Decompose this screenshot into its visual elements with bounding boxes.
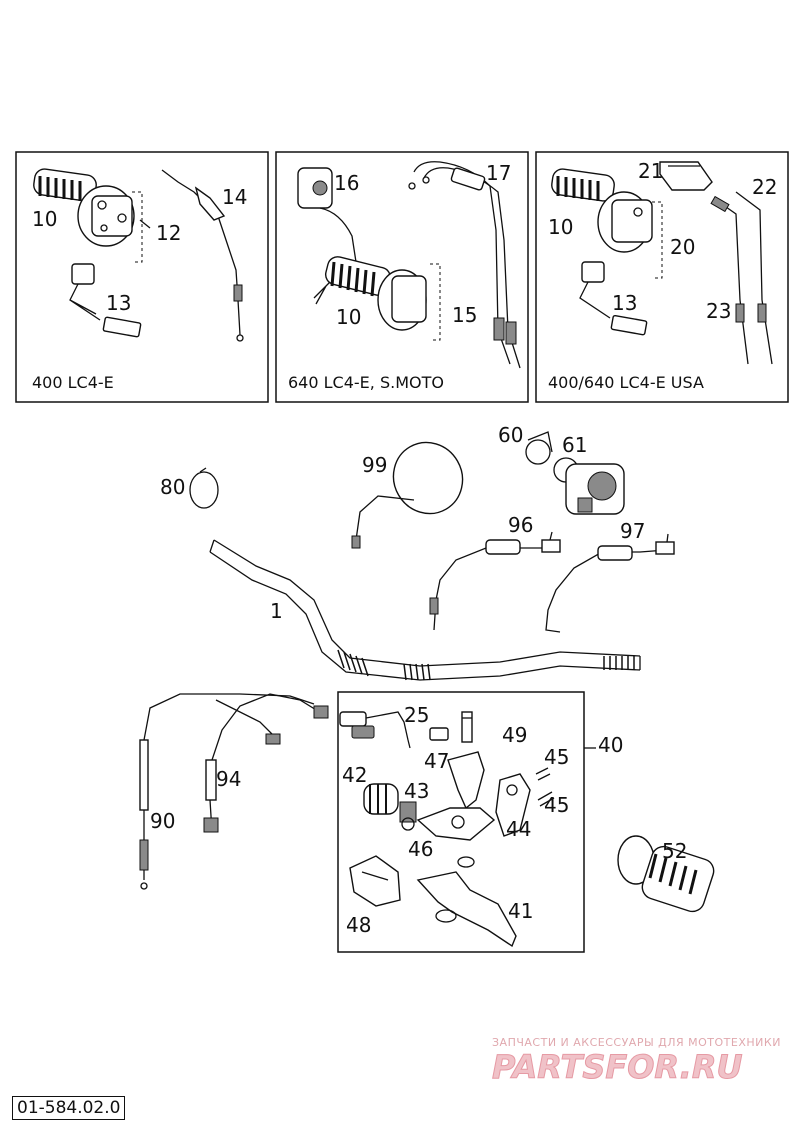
callout-label: 45 xyxy=(544,793,569,817)
rear-view-mirror xyxy=(351,441,464,549)
callout-label: 21 xyxy=(638,159,663,183)
callout-label: 49 xyxy=(502,723,527,747)
callout-label: 16 xyxy=(334,171,359,195)
hot-start-cable xyxy=(203,693,329,833)
watermark: ЗАПЧАСТИ И АКСЕССУАРЫ ДЛЯ МОТОТЕХНИКИ PA… xyxy=(492,1036,781,1087)
kill-switch xyxy=(579,261,648,336)
callout-label: 10 xyxy=(32,207,57,231)
clutch-cable xyxy=(429,531,561,631)
pivot-bolt xyxy=(447,711,485,810)
handlebar-grip xyxy=(551,168,615,202)
callout-label: 80 xyxy=(160,475,185,499)
throttle-cable xyxy=(545,533,675,633)
callout-label: 25 xyxy=(404,703,429,727)
callout-label: 97 xyxy=(620,519,645,543)
callout-label: 10 xyxy=(336,305,361,329)
handlebar-grip xyxy=(33,168,97,202)
throttle-cables xyxy=(408,161,521,369)
callout-label: 23 xyxy=(706,299,731,323)
callout-label: 42 xyxy=(342,763,367,787)
callout-label: 1 xyxy=(270,599,283,623)
callout-label: 10 xyxy=(548,215,573,239)
document-number: 01-584.02.0 xyxy=(12,1096,126,1120)
callout-label: 12 xyxy=(156,221,181,245)
callout-label: 52 xyxy=(662,839,687,863)
switch-unit xyxy=(297,167,357,263)
handlebar-switch xyxy=(525,431,625,515)
kill-switch xyxy=(69,263,142,338)
panel-1-labels: 10 12 13 14 400 LC4-E xyxy=(32,185,247,392)
watermark-logo: PARTSFOR.RU xyxy=(492,1048,742,1086)
clutch-lever xyxy=(416,871,517,948)
left-handlebar-grip xyxy=(617,835,715,913)
callout-label: 20 xyxy=(670,235,695,259)
panel-caption: 640 LC4-E, S.MOTO xyxy=(288,373,444,392)
panel-400-lc4-e xyxy=(15,151,269,403)
callout-label: 47 xyxy=(424,749,449,773)
screws xyxy=(535,767,555,807)
lever-cover xyxy=(349,855,401,907)
callout-label: 17 xyxy=(486,161,511,185)
callout-label: 45 xyxy=(544,745,569,769)
callout-label: 61 xyxy=(562,433,587,457)
callout-label: 22 xyxy=(752,175,777,199)
panel-640-lc4-e-smoto xyxy=(275,151,529,403)
assembly-number: 40 xyxy=(598,733,623,757)
panel-3-labels: 21 22 10 20 13 23 400/640 LC4-E USA xyxy=(548,159,777,392)
throttle-cable xyxy=(161,169,244,342)
callout-label: 48 xyxy=(346,913,371,937)
watermark-tagline: ЗАПЧАСТИ И АКСЕССУАРЫ ДЛЯ МОТОТЕХНИКИ xyxy=(492,1036,781,1049)
panel-400-640-lc4-e-usa xyxy=(535,151,789,403)
callout-label: 99 xyxy=(362,453,387,477)
callout-label: 44 xyxy=(506,817,531,841)
callout-label: 90 xyxy=(150,809,175,833)
neutral-switch xyxy=(339,711,449,749)
throttle-housing xyxy=(377,269,427,331)
callout-label: 41 xyxy=(508,899,533,923)
callout-label: 14 xyxy=(222,185,247,209)
clutch-lever-assembly xyxy=(337,691,596,953)
callout-label: 60 xyxy=(498,423,523,447)
lever-bracket xyxy=(416,773,531,841)
handlebar xyxy=(209,539,641,681)
panel-2-labels: 16 17 10 15 640 LC4-E, S.MOTO xyxy=(288,161,511,392)
callout-label: 94 xyxy=(216,767,241,791)
handlebar-grip xyxy=(313,256,392,305)
panel-caption: 400/640 LC4-E USA xyxy=(548,373,704,392)
callout-label: 46 xyxy=(408,837,433,861)
main-labels: 80 99 60 61 96 97 1 90 94 52 xyxy=(150,423,687,863)
throttle-housing xyxy=(597,191,653,253)
decompressor-cable xyxy=(139,693,315,890)
throttle-cap xyxy=(659,161,713,191)
callout-label: 15 xyxy=(452,303,477,327)
panel-caption: 400 LC4-E xyxy=(32,373,114,392)
hose-clamp xyxy=(189,467,219,509)
callout-label: 43 xyxy=(404,779,429,803)
throttle-housing xyxy=(77,185,135,247)
callout-label: 13 xyxy=(612,291,637,315)
cable-adjuster xyxy=(363,783,417,831)
callout-label: 13 xyxy=(106,291,131,315)
callout-label: 96 xyxy=(508,513,533,537)
throttle-cables xyxy=(710,191,773,365)
assembly-labels: 40 25 49 45 42 43 47 45 44 46 41 48 xyxy=(342,703,623,937)
